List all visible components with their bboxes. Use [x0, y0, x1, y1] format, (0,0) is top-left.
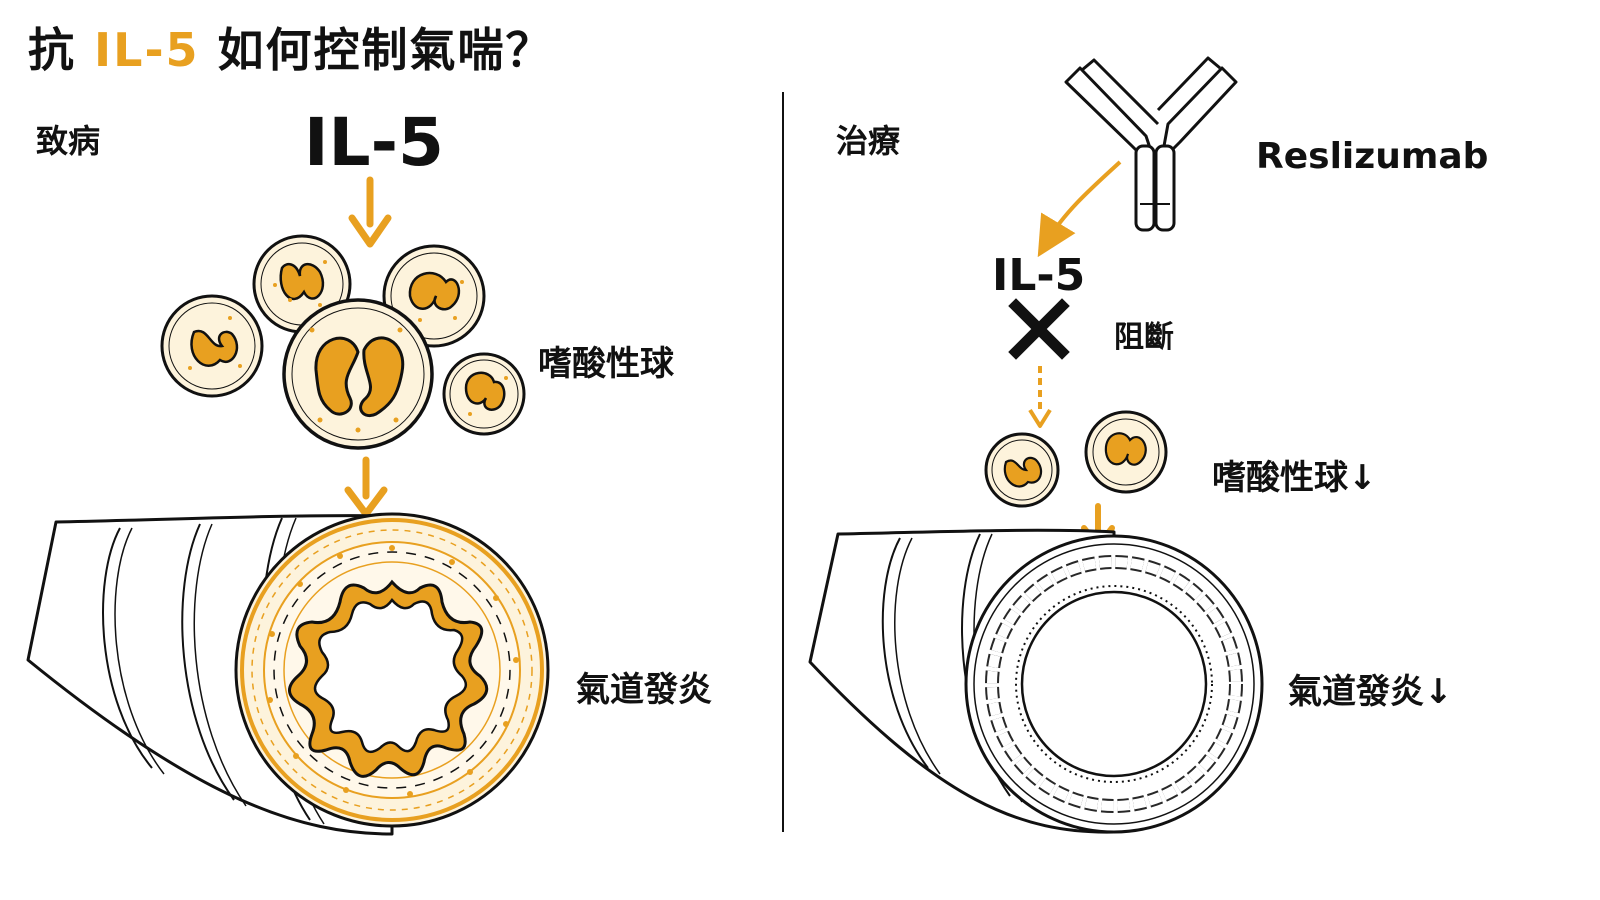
il5-label-left: IL-5 [304, 104, 444, 181]
eosinophil-label-left: 嗜酸性球 [538, 344, 674, 384]
arrow-il5-to-eosinophils [348, 176, 392, 248]
eosinophil-cell [442, 352, 526, 436]
il5-label-right: IL-5 [992, 250, 1086, 301]
eosinophil-label-right: 嗜酸性球↓ [1212, 458, 1377, 498]
block-label: 阻斷 [1114, 320, 1174, 355]
block-x-icon [1008, 298, 1070, 360]
eosinophil-cell [1084, 410, 1168, 494]
eosinophil-cluster-right [984, 410, 1168, 508]
page-title: 抗 IL-5 如何控制氣喘？ [28, 14, 554, 80]
airway-healthy [808, 528, 1264, 834]
section-label-treatment: 治療 [836, 122, 901, 160]
section-label-pathogenesis: 致病 [36, 122, 101, 160]
eosinophil-cluster-left [160, 234, 526, 450]
airway-inflamed [26, 512, 550, 836]
airway-inflammation-label-left: 氣道發炎 [576, 670, 712, 710]
eosinophil-cell [984, 432, 1060, 508]
arrow-antibody-to-il5 [1037, 160, 1122, 258]
title-prefix: 抗 [28, 23, 95, 77]
title-suffix: 如何控制氣喘？ [199, 23, 554, 77]
eosinophil-cell [160, 294, 264, 398]
eosinophil-cell-large [282, 298, 434, 450]
antibody-label: Reslizumab [1256, 136, 1489, 177]
airway-inflammation-label-right: 氣道發炎↓ [1288, 672, 1453, 712]
arrow-eosinophils-to-airway-left [344, 456, 388, 518]
title-highlight: IL-5 [94, 23, 200, 77]
antibody-icon [1064, 56, 1238, 232]
arrow-dashed-to-eosinophils [1028, 366, 1052, 428]
